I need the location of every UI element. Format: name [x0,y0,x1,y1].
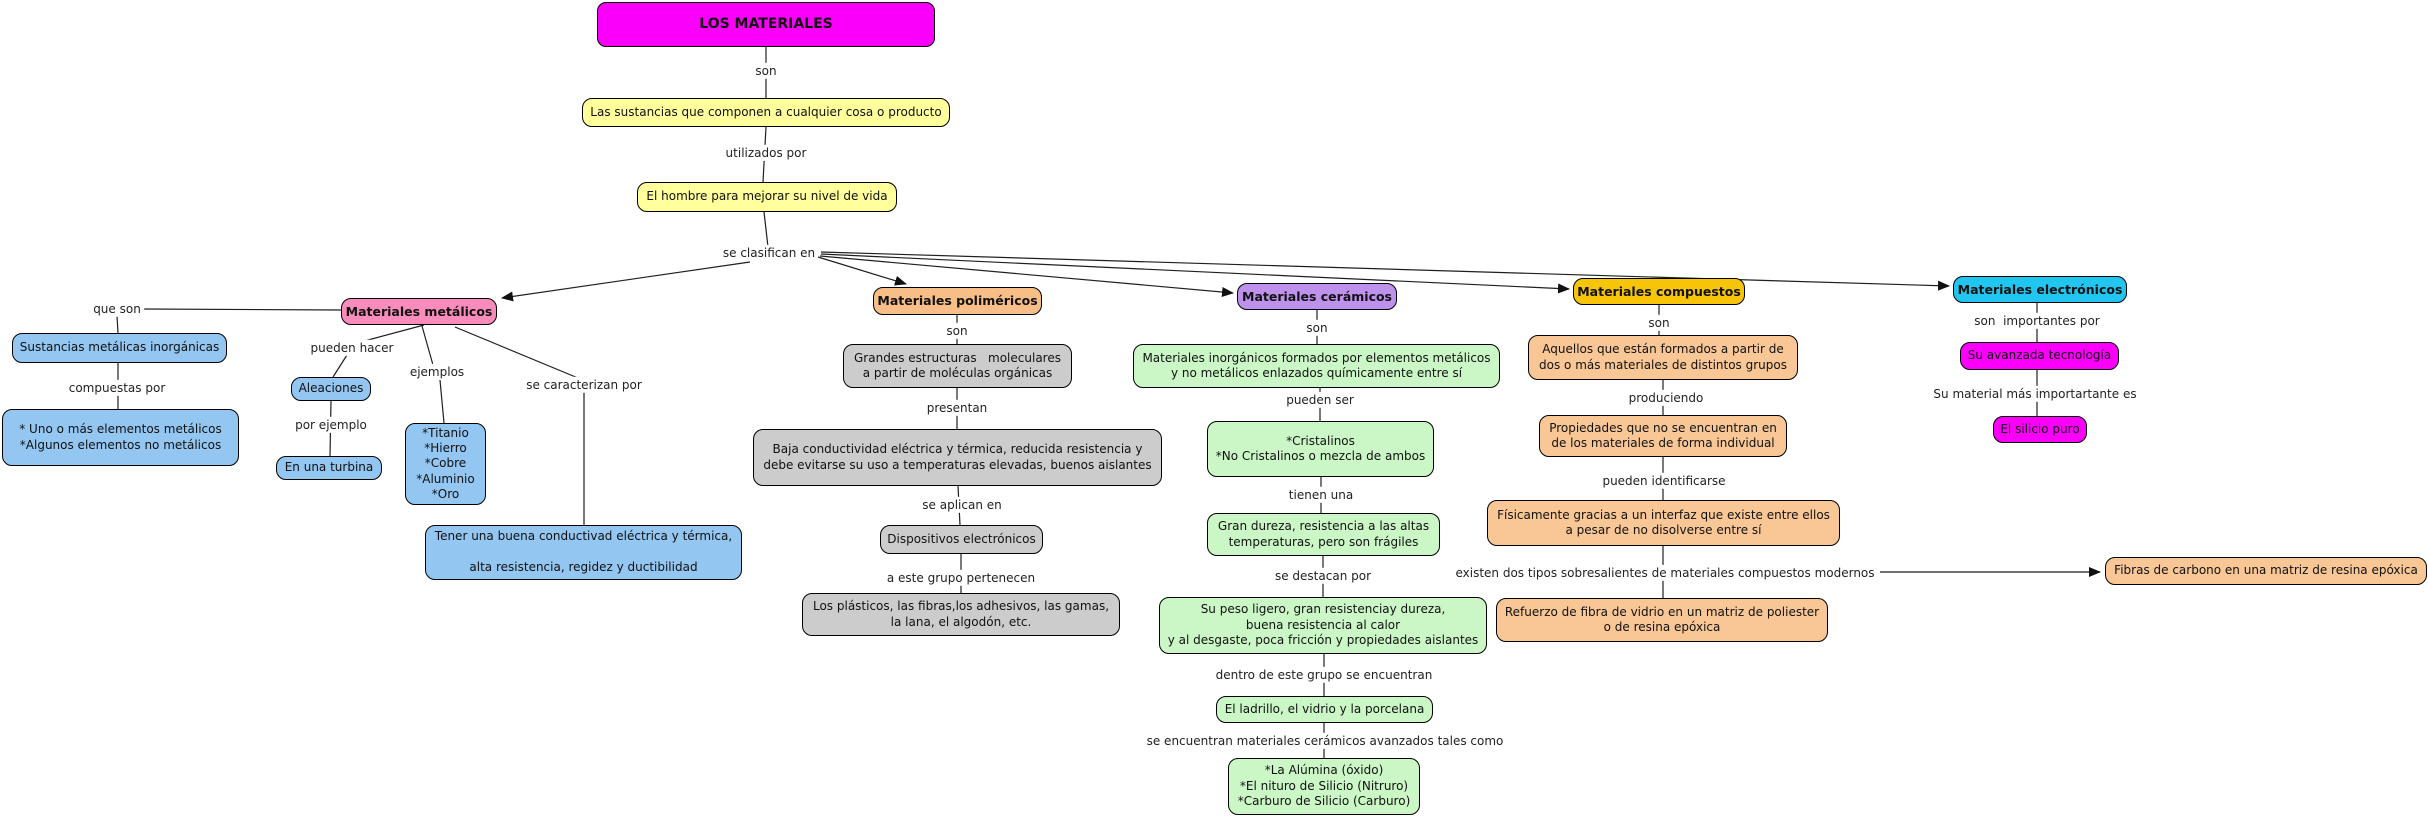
edge-line [763,211,769,248]
edge-label-pueden-identificarse: pueden identificarse [1599,472,1729,490]
node-materiales-polimericos[interactable]: Materiales poliméricos [873,287,1042,315]
node-aquellos-formados[interactable]: Aquellos que están formados a partir de … [1528,335,1798,380]
node-baja-conductividad[interactable]: Baja conductividad eléctrica y térmica, … [753,429,1162,486]
edge-label-son-3: son [1303,319,1331,337]
edge-label-son-4: son [1645,314,1673,332]
edge-line [454,326,579,379]
edge-label-dentro-de-este-grupo: dentro de este grupo se encuentran [1212,666,1436,684]
node-gran-dureza[interactable]: Gran dureza, resistencia a las altas tem… [1207,513,1440,556]
node-lista-metales[interactable]: *Titanio *Hierro *Cobre *Aluminio *Oro [405,423,486,505]
node-refuerzo-fibra-vidrio[interactable]: Refuerzo de fibra de vidrio en un matriz… [1496,598,1828,642]
node-dispositivos-electronicos[interactable]: Dispositivos electrónicos [880,525,1043,554]
edge-line [501,261,751,302]
node-cristalinos[interactable]: *Cristalinos *No Cristalinos o mezcla de… [1207,421,1434,477]
node-propiedades-no-individual[interactable]: Propiedades que no se encuentran en de l… [1539,415,1787,457]
edge-label-son-1: son [752,62,780,80]
node-grandes-estructuras[interactable]: Grandes estructuras moleculares a partir… [843,344,1072,388]
edge-line [819,255,1234,297]
edge-label-a-este-grupo-pertenecen: a este grupo pertenecen [883,569,1039,587]
node-alumina-lista[interactable]: *La Alúmina (óxido) *El nituro de Silici… [1228,758,1420,815]
node-silicio-puro[interactable]: El silicio puro [1993,416,2087,443]
edge-label-se-encuentran-avanzados: se encuentran materiales cerámicos avanz… [1143,732,1507,750]
node-sustancias-metalicas[interactable]: Sustancias metálicas inorgánicas [12,333,227,363]
node-hombre-nivel-vida[interactable]: El hombre para mejorar su nivel de vida [637,182,897,212]
node-en-una-turbina[interactable]: En una turbina [276,456,382,480]
edge-line [817,256,907,286]
edge-line [142,308,342,311]
edge-label-tienen-una: tienen una [1285,486,1357,504]
edge-label-se-caracterizan-por: se caracterizan por [523,376,645,394]
node-buena-conductividad[interactable]: Tener una buena conductivad eléctrica y … [425,525,742,580]
node-sustancias-producto[interactable]: Las sustancias que componen a cualquier … [582,98,950,127]
edge-label-su-material-mas-importante: Su material más importartante es [1930,385,2140,403]
node-elementos-metalicos[interactable]: * Uno o más elementos metálicos *Algunos… [2,409,239,466]
node-fisicamente-interfaz[interactable]: Físicamente gracias a un interfaz que ex… [1487,500,1840,546]
node-aleaciones[interactable]: Aleaciones [291,377,371,401]
edge-label-utilizados-por: utilizados por [722,144,810,162]
edge-label-pueden-hacer: pueden hacer [307,339,397,357]
node-materiales-compuestos[interactable]: Materiales compuestos [1573,278,1745,305]
edge-label-compuestas-por: compuestas por [65,379,169,397]
edge-label-ejemplos: ejemplos [406,363,468,381]
node-avanzada-tecnologia[interactable]: Su avanzada tecnología [1960,342,2119,370]
node-ladrillo-vidrio[interactable]: El ladrillo, el vidrio y la porcelana [1216,696,1433,723]
node-materiales-electronicos[interactable]: Materiales electrónicos [1953,276,2127,303]
edge-label-produciendo: produciendo [1625,389,1707,407]
edge-label-se-aplican-en: se aplican en [919,496,1005,514]
edge-label-pueden-ser: pueden ser [1283,391,1357,409]
edge-label-se-clasifican-en: se clasifican en [719,244,819,262]
edge-label-son-2: son [943,322,971,340]
node-peso-ligero[interactable]: Su peso ligero, gran resistenciay dureza… [1159,597,1487,654]
edge-label-se-destacan-por: se destacan por [1271,567,1375,585]
edge-label-que-son: que son [90,300,144,318]
edge-label-existen-dos-tipos: existen dos tipos sobresalientes de mate… [1452,564,1878,582]
edge-label-son-importantes-por: son importantes por [1971,312,2103,330]
node-materiales-ceramicos[interactable]: Materiales cerámicos [1237,283,1397,310]
node-fibras-carbono[interactable]: Fibras de carbono en una matriz de resin… [2105,557,2427,585]
edge-line [439,379,445,424]
edge-line [820,251,1950,291]
node-plasticos-fibras[interactable]: Los plásticos, las fibras,los adhesivos,… [802,593,1120,636]
edge-line [820,253,1570,294]
edge-label-presentan: presentan [923,399,991,417]
node-los-materiales[interactable]: LOS MATERIALES [597,2,935,47]
edge-line [116,315,119,334]
node-materiales-metalicos[interactable]: Materiales metálicos [341,298,497,325]
node-inorganicos-formados[interactable]: Materiales inorgánicos formados por elem… [1133,344,1500,388]
edge-line [332,354,348,378]
edge-label-por-ejemplo: por ejemplo [292,416,370,434]
edge-line [421,325,434,366]
